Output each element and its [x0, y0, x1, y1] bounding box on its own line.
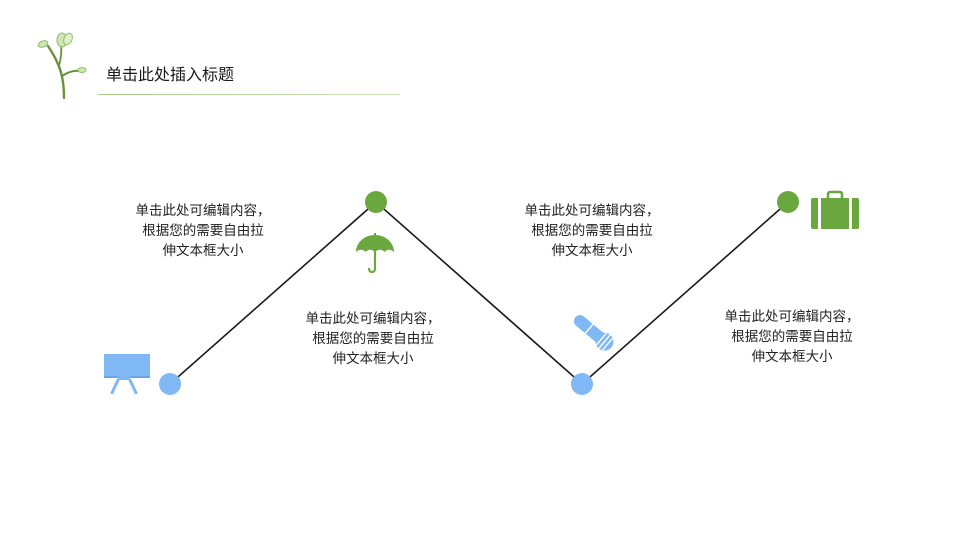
blackboard-icon	[104, 354, 150, 394]
plant-sprig-icon	[37, 32, 87, 100]
node-3-text-line-3: 伸文本框大小	[551, 243, 633, 259]
node-1-text-line-2: 根据您的需要自由拉	[142, 223, 264, 239]
node-3-dot	[571, 373, 593, 395]
node-1-text-line-3: 伸文本框大小	[162, 243, 244, 259]
title-underline	[98, 94, 400, 95]
node-2-text-line-1: 单击此处可编辑内容，	[305, 311, 441, 327]
slide-title[interactable]: 单击此处插入标题	[106, 65, 235, 84]
node-3-text-line-2: 根据您的需要自由拉	[531, 223, 653, 239]
umbrella-icon	[356, 233, 394, 274]
node-1-text-line-1: 单击此处可编辑内容，	[135, 203, 271, 219]
briefcase-icon	[811, 190, 859, 229]
node-3-text[interactable]: 单击此处可编辑内容， 根据您的需要自由拉 伸文本框大小	[497, 201, 687, 261]
node-1-text[interactable]: 单击此处可编辑内容， 根据您的需要自由拉 伸文本框大小	[108, 201, 298, 261]
node-4-text-line-2: 根据您的需要自由拉	[731, 329, 853, 345]
node-4-dot	[777, 191, 799, 213]
microphone-icon	[573, 315, 614, 351]
node-2-dot	[365, 191, 387, 213]
node-4-text-line-3: 伸文本框大小	[751, 349, 833, 365]
zigzag-line	[169, 200, 789, 386]
node-2-text[interactable]: 单击此处可编辑内容， 根据您的需要自由拉 伸文本框大小	[278, 309, 468, 369]
node-1-dot	[159, 373, 181, 395]
node-4-text-line-1: 单击此处可编辑内容，	[724, 309, 860, 325]
node-2-text-line-3: 伸文本框大小	[332, 351, 414, 367]
node-2-text-line-2: 根据您的需要自由拉	[312, 331, 434, 347]
node-4-text[interactable]: 单击此处可编辑内容， 根据您的需要自由拉 伸文本框大小	[697, 307, 887, 367]
node-3-text-line-1: 单击此处可编辑内容，	[524, 203, 660, 219]
